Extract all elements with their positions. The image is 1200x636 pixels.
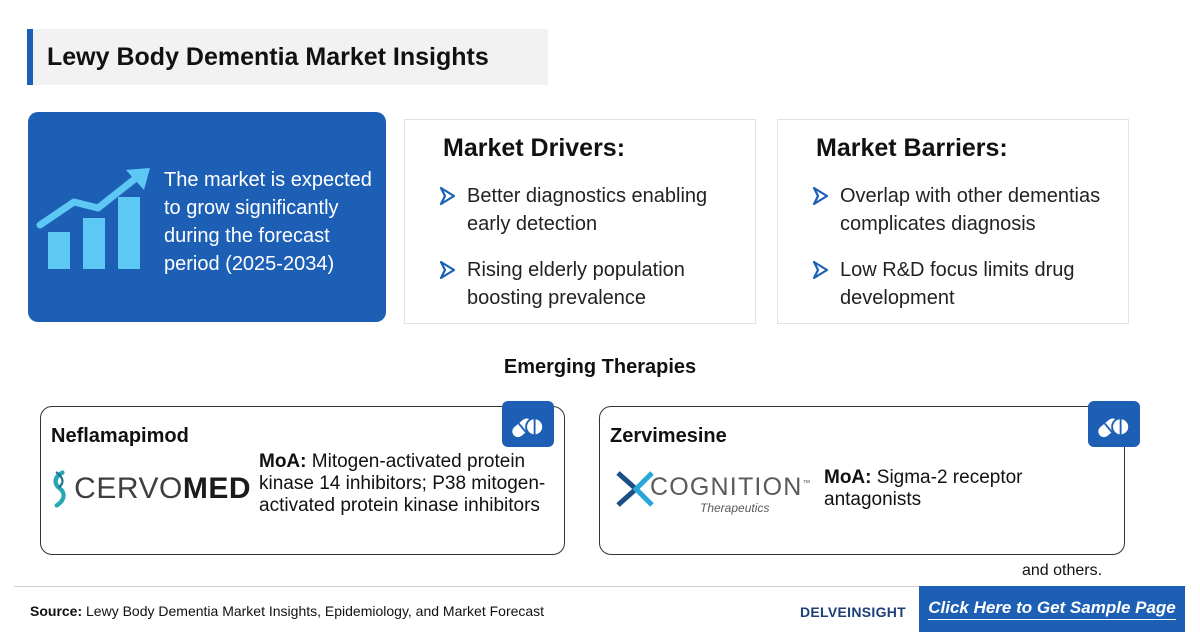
chevron-right-icon (439, 256, 467, 284)
growth-text: The market is expected to grow significa… (164, 169, 372, 275)
delveinsight-logo: DELVEINSIGHT (798, 600, 906, 624)
barrier-text: Overlap with other dementias complicates… (840, 185, 1101, 235)
cognition-wordmark: COGNITION™ (650, 473, 812, 501)
cognition-mark-icon (616, 471, 654, 507)
therapy-moa: MoA: Sigma-2 receptor antagonists (824, 467, 1023, 510)
pill-icon (502, 401, 554, 447)
therapy-card-zervimesine: Zervimesine COGNITION™ Therapeutics MoA:… (599, 401, 1140, 555)
market-barriers-panel: Market Barriers: Overlap with other deme… (777, 119, 1129, 324)
growth-card: The market is expected to grow significa… (28, 112, 386, 322)
chevron-right-icon (812, 182, 840, 210)
footer-divider (14, 586, 1186, 587)
market-drivers-panel: Market Drivers: Better diagnostics enabl… (404, 119, 756, 324)
cervomed-wordmark: CERVOMED (74, 472, 251, 505)
page-title-bar: Lewy Body Dementia Market Insights (27, 29, 548, 85)
driver-text: Rising elderly population boosting preva… (467, 259, 685, 309)
driver-item: Rising elderly population boosting preva… (439, 256, 749, 312)
cervomed-logo: CERVOMED (51, 463, 251, 515)
cognition-logo: COGNITION™ Therapeutics (616, 469, 810, 517)
source-line: Source: Lewy Body Dementia Market Insigh… (30, 603, 545, 619)
therapy-name: Zervimesine (610, 425, 727, 447)
chevron-right-icon (439, 182, 467, 210)
therapy-card-neflamapimod: Neflamapimod CERVOMED MoA: Mitogen-activ… (40, 401, 565, 555)
cta-label[interactable]: Click Here to Get Sample Page (928, 598, 1176, 620)
market-barriers-title: Market Barriers: (816, 134, 1008, 162)
cognition-subtitle: Therapeutics (700, 501, 770, 515)
driver-text: Better diagnostics enabling early detect… (467, 185, 708, 235)
barrier-item: Low R&D focus limits drug development (812, 256, 1122, 312)
growth-bar-chart-icon (36, 168, 150, 269)
pill-icon (1088, 401, 1140, 447)
barrier-text: Low R&D focus limits drug development (840, 259, 1075, 309)
therapy-name: Neflamapimod (51, 425, 189, 447)
barrier-item: Overlap with other dementias complicates… (812, 182, 1122, 238)
driver-item: Better diagnostics enabling early detect… (439, 182, 749, 238)
chevron-right-icon (812, 256, 840, 284)
and-others-text: and others. (1022, 562, 1103, 579)
therapy-moa: MoA: Mitogen-activated protein kinase 14… (259, 451, 546, 516)
emerging-therapies-title: Emerging Therapies (503, 356, 697, 378)
delveinsight-wordmark: DELVEINSIGHT (800, 604, 907, 620)
get-sample-page-button[interactable]: Click Here to Get Sample Page (919, 586, 1185, 632)
cervomed-mark-icon (53, 470, 66, 508)
market-drivers-title: Market Drivers: (443, 134, 626, 162)
page-title: Lewy Body Dementia Market Insights (47, 42, 489, 71)
